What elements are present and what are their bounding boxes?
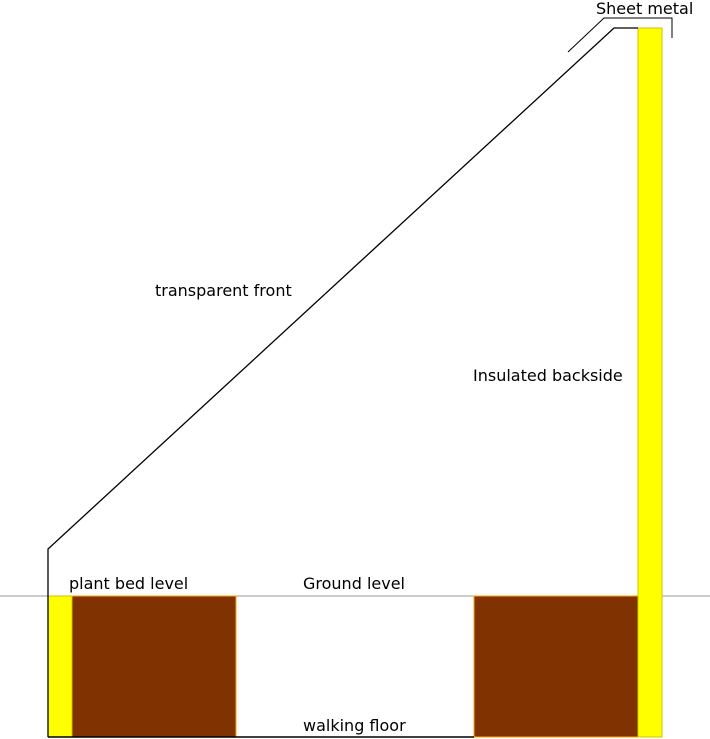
insulated-backside-wall [637, 27, 663, 738]
insulated-backside-label: Insulated backside [473, 366, 623, 385]
transparent-front-outline [47, 27, 638, 737]
left-wall-insulation [47, 595, 73, 738]
sheet-metal-callout-line [567, 17, 673, 53]
sheet-metal-label: Sheet metal [596, 0, 693, 18]
right-plant-bed-soil [473, 595, 639, 738]
walking-floor-label: walking floor [303, 716, 406, 735]
ground-level-label: Ground level [303, 574, 405, 593]
transparent-front-label: transparent front [155, 281, 292, 300]
left-plant-bed-soil [71, 595, 237, 738]
plant-bed-level-label: plant bed level [69, 574, 188, 593]
